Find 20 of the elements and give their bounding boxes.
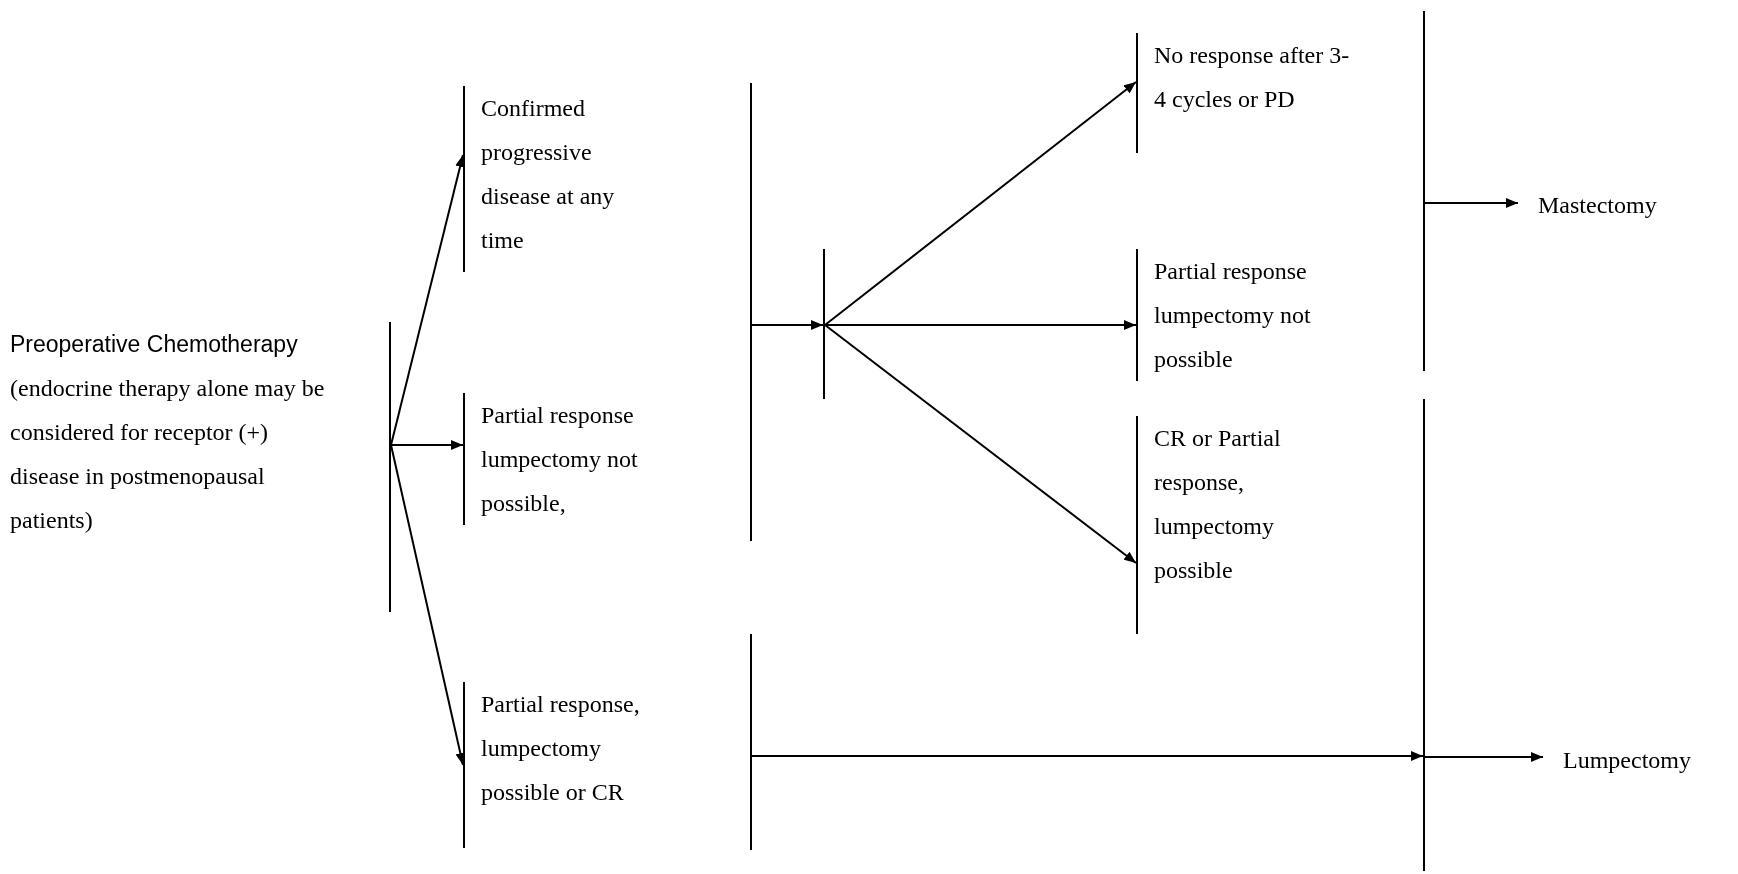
arrow — [824, 324, 1137, 564]
arrow — [390, 440, 464, 450]
arrow — [824, 81, 1137, 326]
arrow — [824, 320, 1137, 330]
node-text: Confirmed progressive disease at any time — [481, 94, 616, 255]
node-text: (endocrine therapy alone may be considered for receptor (+) disease in postmenopausal patients) — [10, 374, 326, 535]
arrow — [751, 320, 824, 330]
arrow — [1424, 198, 1519, 208]
node-text: Partial response lumpectomy not possible, — [481, 401, 639, 518]
heading-text: Preoperative Chemotherapy — [10, 330, 298, 359]
arrow — [390, 444, 466, 766]
node-text: Partial response, lumpectomy possible or CR — [481, 690, 641, 807]
node-text: Partial response lumpectomy not possible — [1154, 257, 1312, 374]
node-text: CR or Partial response, lumpectomy possible — [1154, 424, 1282, 585]
node-text: Lumpectomy — [1563, 746, 1691, 775]
arrow — [1424, 752, 1544, 762]
node-text: No response after 3-4 cycles or PD — [1154, 41, 1351, 114]
node-text: Mastectomy — [1538, 191, 1657, 220]
arrow — [390, 154, 465, 446]
arrow — [751, 751, 1424, 761]
